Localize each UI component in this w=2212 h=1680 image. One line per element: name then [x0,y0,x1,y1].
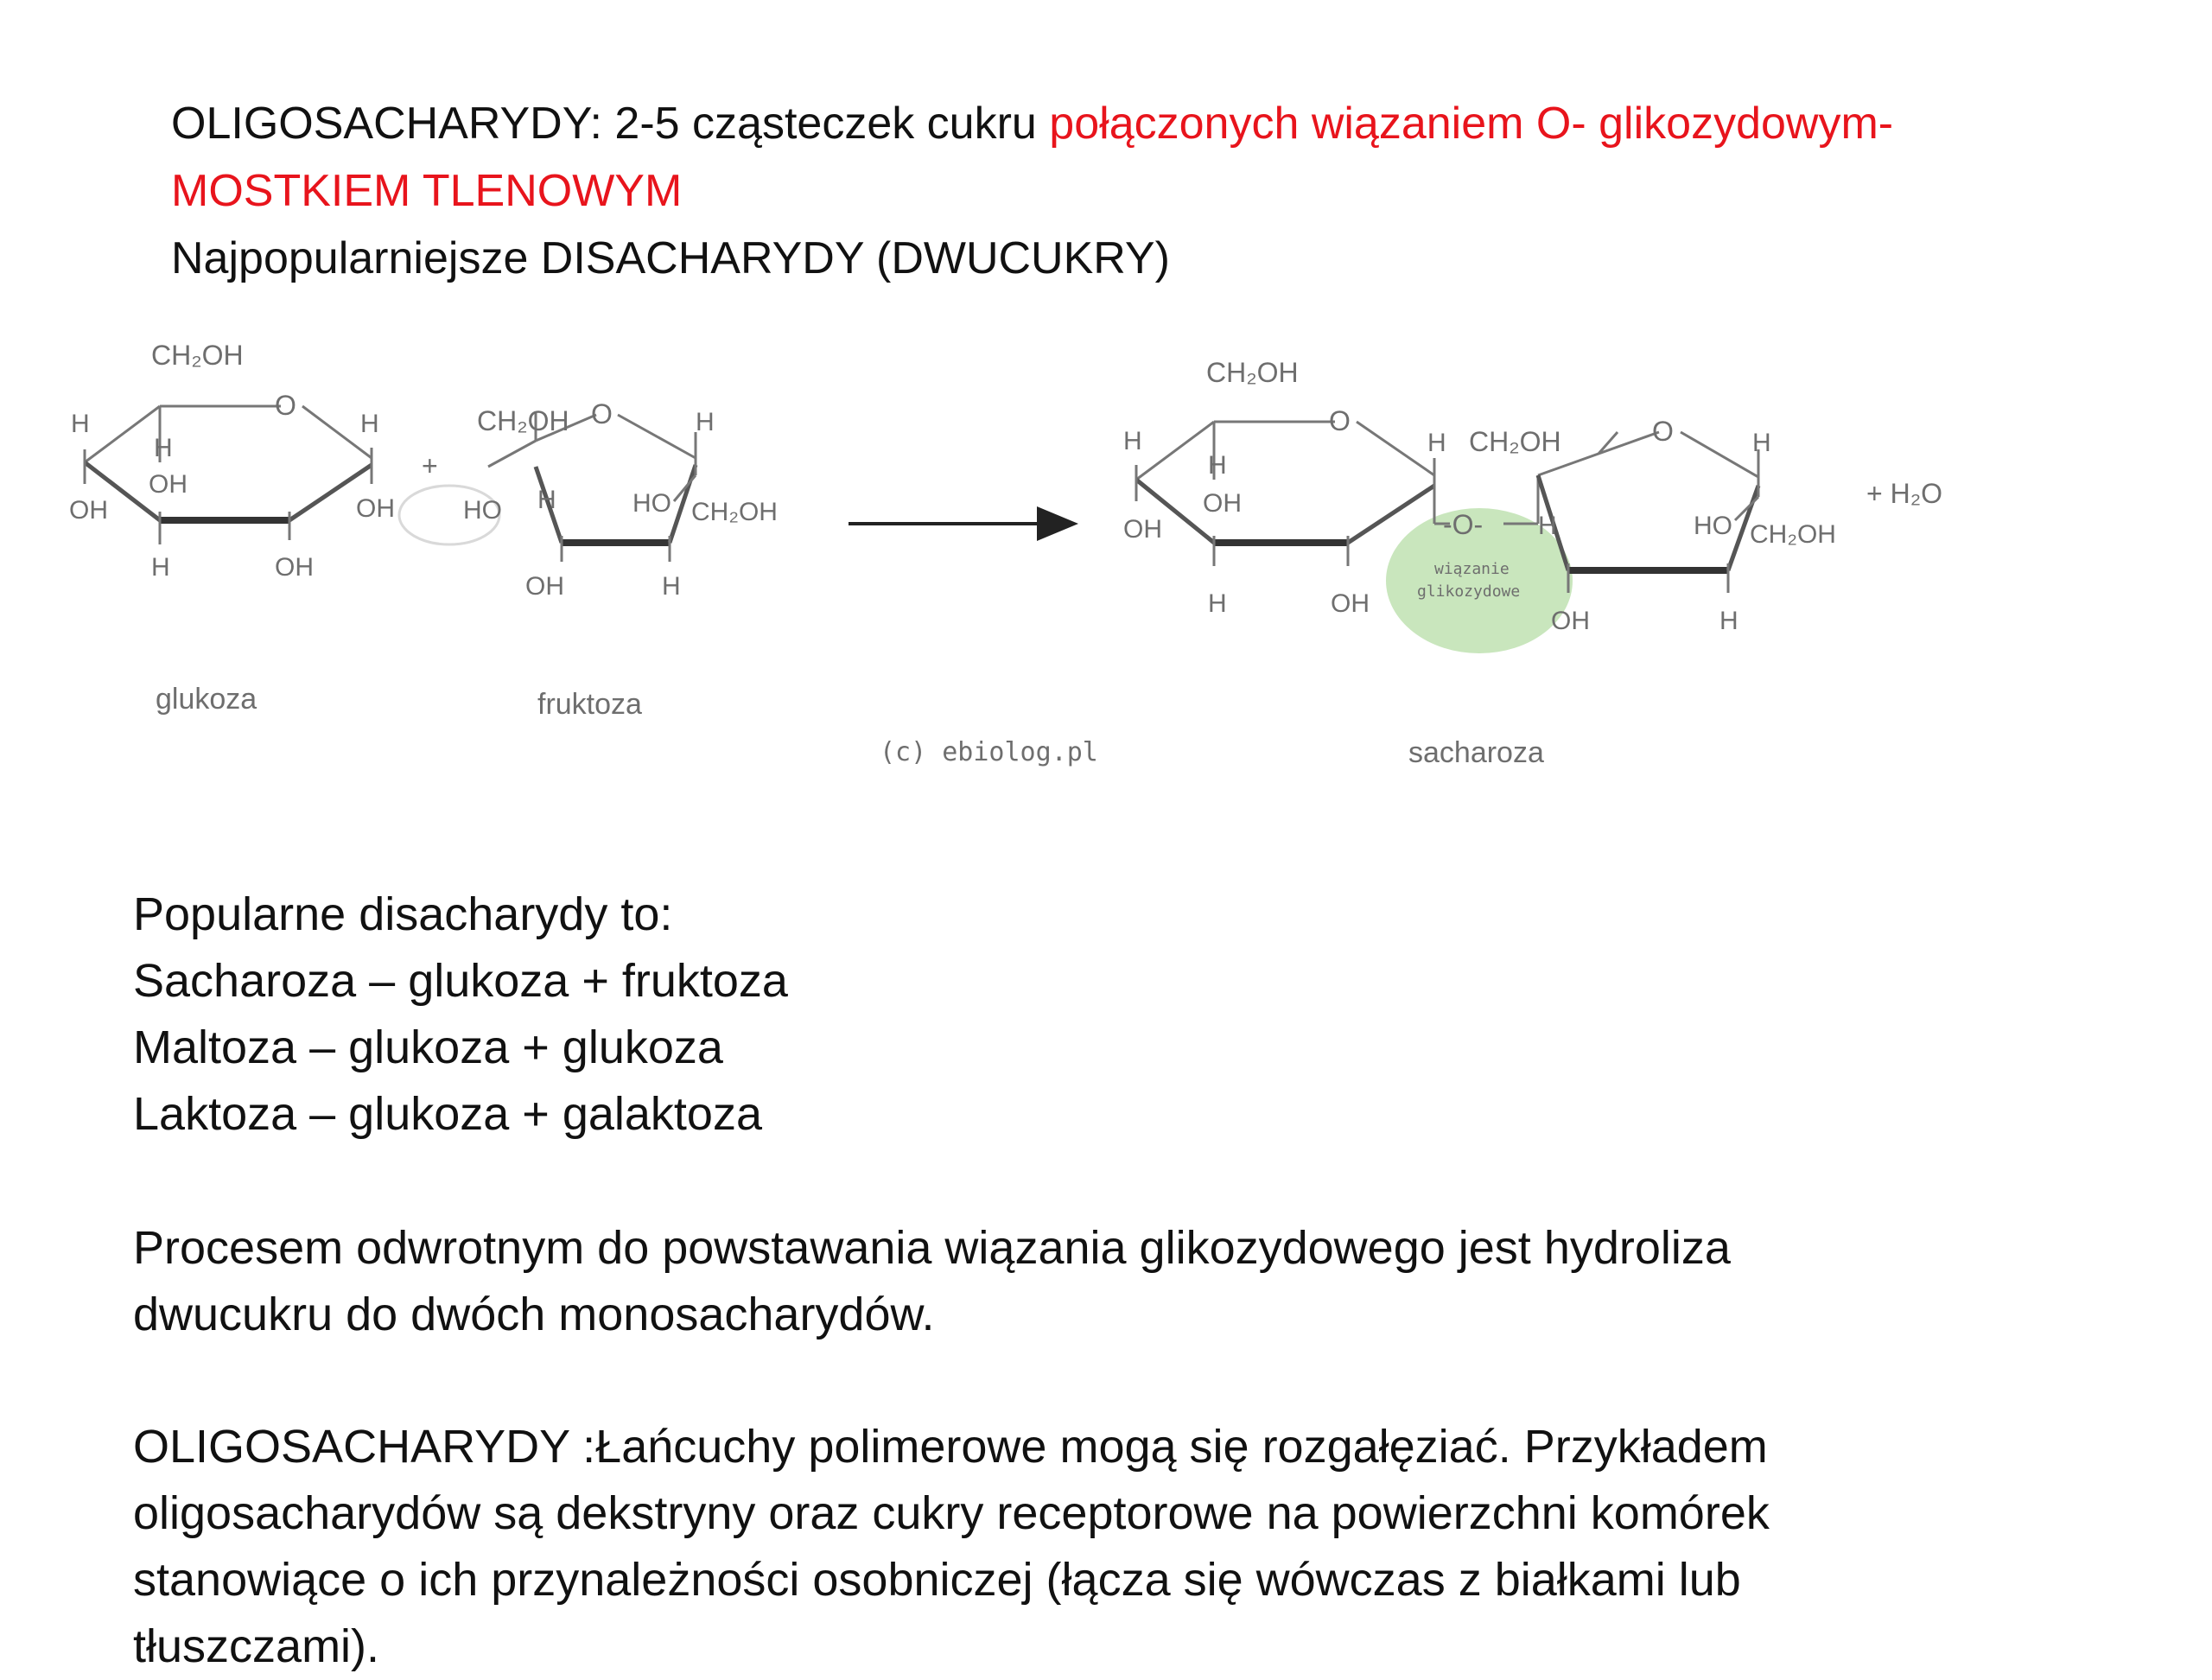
glycosidic-bridge-o: -O- [1443,509,1483,540]
sucrose-fru-h-inner-label: H [1538,512,1557,540]
oligo-line-3: stanowiące o ich przynależności osobnicz… [133,1554,1741,1606]
oligosaccharide-paragraph: OLIGOSACHARYDY :Łańcuchy polimerowe mogą… [133,1414,2120,1680]
oligo-line-2: oligosacharydów są dekstryny oraz cukry … [133,1487,1770,1539]
list-item-sucrose: Sacharoza – glukoza + fruktoza [133,955,788,1007]
glucose-h-right-label: H [360,410,379,438]
sucrose-fru-h-bottom-label: H [1719,607,1738,635]
disaccharide-list: Popularne disacharydy to: Sacharoza – gl… [133,881,2120,1148]
sucrose-glc-h-left-label: H [1123,427,1142,455]
sucrose-glc-h-bottom-label: H [1208,589,1227,618]
header-line-1-black: OLIGOSACHARYDY: 2-5 cząsteczek cukru [171,99,1050,149]
water-product-label: + H₂O [1866,478,1942,509]
sucrose-fru-h-right-label: H [1752,429,1771,457]
sucrose-fru-oh-bottom-label: OH [1551,607,1590,635]
header-line-1: OLIGOSACHARYDY: 2-5 cząsteczek cukru poł… [171,90,2141,157]
fructose-h-right-label: H [696,408,715,436]
sucrose-formation-diagram: CH₂OH O H H OH OH H OH H OH glukoza + [52,320,2074,804]
sucrose-glc-oh-inner-label: OH [1203,489,1242,518]
reactant-plus-sign: + [422,450,438,481]
bond-label-line1: wiązanie [1434,560,1510,578]
glucose-structure: CH₂OH O H H OH OH H OH H OH glukoza [69,340,395,716]
glucose-oh-inner-label: OH [149,470,188,499]
sucrose-fru-ch2oh-right-label: CH₂OH [1750,520,1836,549]
sucrose-glc-h-inner-label: H [1208,451,1227,480]
sucrose-fru-ring-o-label: O [1652,416,1674,447]
fructose-h-bottom-label: H [662,572,681,601]
sucrose-glc-ch2oh-label: CH₂OH [1206,357,1299,388]
reaction-svg: CH₂OH O H H OH OH H OH H OH glukoza + [69,340,1942,769]
fructose-ho-left-label: HO [463,496,502,525]
condensation-highlight [397,484,501,546]
glucose-ch2oh-label: CH₂OH [151,340,244,371]
header-line-3: Najpopularniejsze DISACHARYDY (DWUCUKRY) [171,233,1170,283]
list-item-lactose: Laktoza – glukoza + galaktoza [133,1088,762,1140]
fructose-ho-right-label: HO [632,489,671,518]
disaccharide-intro: Popularne disacharydy to: [133,888,673,940]
glucose-h-inner-label: H [154,434,173,462]
glucose-h-left-label: H [71,410,90,438]
fructose-ch2oh-label: CH₂OH [477,405,569,436]
sucrose-glc-ring-o-label: O [1329,405,1351,436]
glucose-ring-o-label: O [275,390,296,421]
glucose-label: glukoza [156,683,257,716]
header-line-2: MOSTKIEM TLENOWYM [171,166,683,216]
hydrolysis-paragraph: Procesem odwrotnym do powstawania wiązan… [133,1215,2120,1348]
sucrose-glc-oh-left-label: OH [1123,515,1162,544]
fructose-structure: CH₂OH O H HO H HO CH₂OH OH H fruktoza [463,398,778,721]
glycosidic-bond-highlight [1386,508,1573,653]
sucrose-fru-ch2oh-top-label: CH₂OH [1469,426,1561,457]
fructose-h-inner-label: H [537,486,556,514]
hydrolysis-line-2: dwucukru do dwóch monosacharydów. [133,1289,935,1340]
glucose-oh-bottom-label: OH [275,553,314,582]
oligo-line-1: OLIGOSACHARYDY :Łańcuchy polimerowe mogą… [133,1421,1768,1473]
glucose-h-bottom-label: H [151,553,170,582]
fructose-label: fruktoza [537,688,642,721]
fructose-ring-o-label: O [591,398,613,430]
sucrose-fru-ho-label: HO [1694,512,1732,540]
glucose-oh-right-label: OH [356,494,395,523]
list-item-maltose: Maltoza – glukoza + glukoza [133,1021,723,1073]
sucrose-structure: CH₂OH O H H OH OH H OH H -O- wiązanie gl… [1123,357,1942,769]
header-line-1-red: połączonych wiązaniem O- glikozydowym- [1049,99,1894,149]
fructose-oh-bottom-label: OH [525,572,564,601]
bond-label-line2: glikozydowe [1417,582,1520,601]
sucrose-glc-h-right-label: H [1427,429,1446,457]
image-credit: (c) ebiolog.pl [880,737,1098,767]
sucrose-glc-oh-bottom-label: OH [1331,589,1370,618]
glucose-oh-left-label: OH [69,496,108,525]
slide-header: OLIGOSACHARYDY: 2-5 cząsteczek cukru poł… [171,90,2141,292]
oligo-line-4: tłuszczami). [133,1620,380,1672]
hydrolysis-line-1: Procesem odwrotnym do powstawania wiązan… [133,1222,1731,1274]
fructose-ch2oh-right-label: CH₂OH [691,498,778,526]
sucrose-label: sacharoza [1408,736,1544,769]
